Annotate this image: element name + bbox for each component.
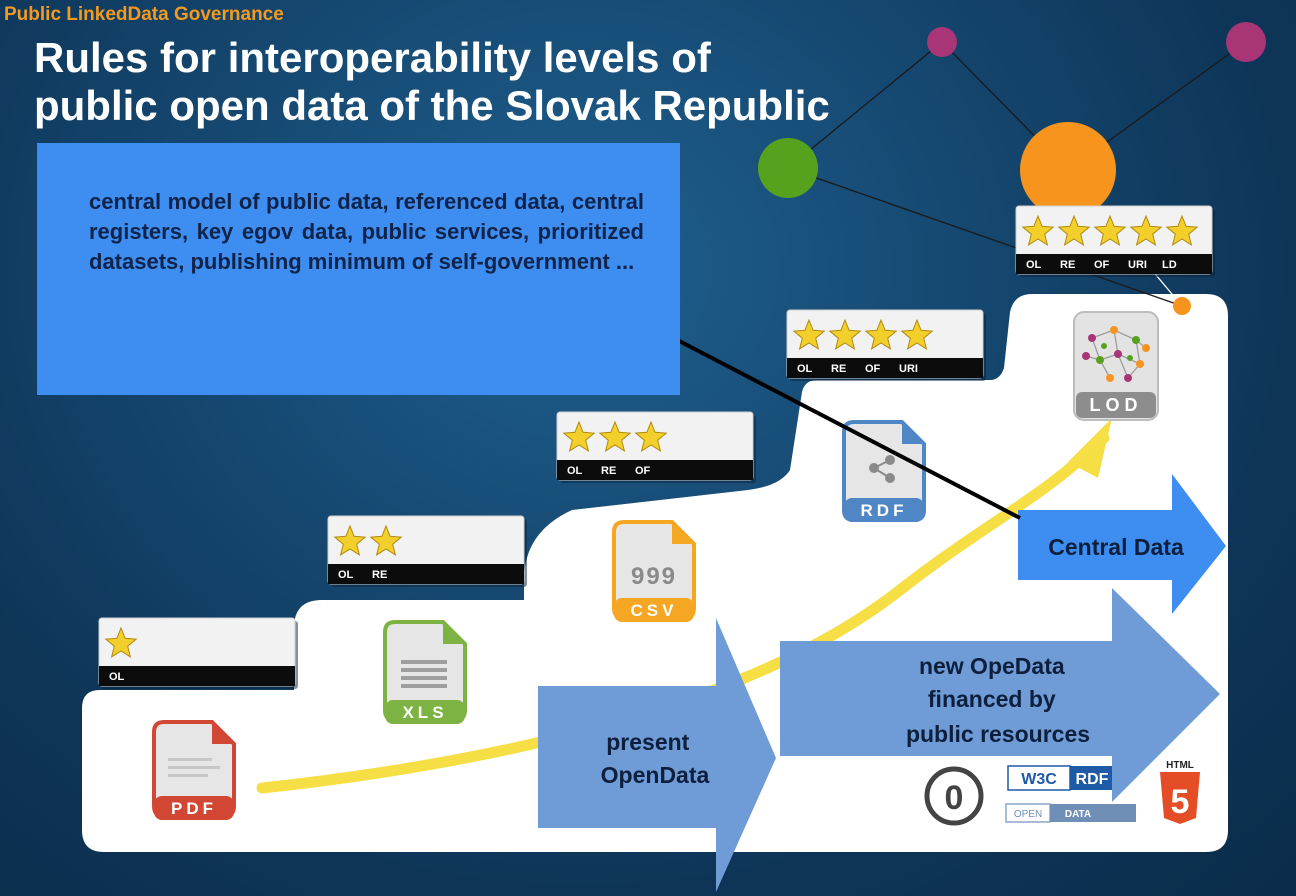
badge-code-bar [557,460,753,480]
present-arrow-text: present OpenData [601,729,710,788]
badge-code-label: LD [1162,259,1177,271]
badge-code-bar [328,564,524,584]
csv-quote-glyph: 999 [631,563,677,590]
badge-code-label: OL [797,363,813,375]
star-icon [634,420,668,452]
star-badge-4: OL RE OF URI [786,309,986,381]
badge-code-label: RE [831,363,846,375]
badge-code-label: RE [1060,259,1075,271]
network-edge [787,167,1183,307]
lod-label: LOD [1090,395,1143,415]
star-badge-3: OL RE OF [556,411,756,483]
badge-code-label: OL [567,465,583,477]
new-opendata-arrow: new OpeData financed by public resources [780,588,1220,802]
xls-label: XLS [402,703,447,722]
central-arrow-text: Central Data [1048,534,1184,560]
star-badge-2: OL RE [327,515,527,587]
star-icon [864,318,898,350]
title-line-1: Rules for interoperability levels of [34,34,711,81]
badge-code-label: OL [1026,259,1042,271]
pdf-label: PDF [171,799,217,818]
html-word: HTML [1166,760,1194,771]
html5-numeral: 5 [1171,783,1190,821]
star-icon [792,318,826,350]
new-arrow-text: new OpeData financed by public resources [906,653,1090,747]
network-node-orange [1020,122,1116,218]
central-data-arrow: Central Data [1018,474,1226,614]
badge-code-label: URI [899,363,918,375]
badge-code-bar [99,666,295,686]
star-badge-1: OL [98,617,298,689]
lod-cloud-icon: LOD [1073,311,1159,421]
star-icon [900,318,934,350]
star-icon [828,318,862,350]
badge-code-label: OL [109,671,125,683]
xls-file-icon: XLS [383,620,467,724]
star-icon [1057,214,1091,246]
title-line-2: public open data of the Slovak Republic [34,82,830,129]
badge-code-label: RE [601,465,616,477]
present-line-1: present [606,729,689,755]
new-line-1: new OpeData [919,653,1065,679]
overline-title: Public LinkedData Governance [4,4,284,25]
star-icon [1093,214,1127,246]
central-model-box: central model of public data, referenced… [37,143,680,395]
star-icon [562,420,596,452]
badge-code-label: OF [635,465,651,477]
w3c-label: W3C [1021,771,1057,788]
data-label: DATA [1065,809,1091,820]
badge-code-bar [1016,254,1212,274]
w3c-rdf-logo: W3C RDF [1007,765,1114,791]
rdf-label: RDF [861,501,908,520]
star-rating-badges: OL OL RE OL RE OF OL RE OF URI OL RE OF URI LD [98,205,1215,689]
star-icon [1129,214,1163,246]
central-model-text: central model of public data, referenced… [89,189,644,274]
star-icon [333,524,367,556]
new-line-3: public resources [906,721,1090,747]
network-node-purple [1226,22,1266,62]
star-icon [369,524,403,556]
html5-logo: HTML 5 [1160,760,1200,824]
page-title: Rules for interoperability levels of pub… [34,34,934,130]
cc0-logo: 0 [924,766,984,826]
badge-code-label: OF [1094,259,1110,271]
network-edge [787,41,943,169]
network-node-purple [927,27,957,57]
rdf-file-icon: RDF [842,420,926,522]
present-line-2: OpenData [601,762,710,788]
star-icon [598,420,632,452]
connector-line [657,328,1021,520]
network-node-orange-small [1173,297,1191,315]
growth-curve [256,432,1110,794]
badge-code-label: OF [865,363,881,375]
badge-code-label: OL [338,569,354,581]
network-node-green [758,138,818,198]
new-line-2: financed by [928,686,1056,712]
badge-code-label: RE [372,569,387,581]
badge-code-bar [787,358,983,378]
badge-code-label: URI [1128,259,1147,271]
pdf-file-icon: PDF [152,720,236,820]
open-data-logo: OPEN DATA [1005,803,1136,823]
csv-label: CSV [631,601,678,620]
open-label: OPEN [1014,809,1042,820]
star-badge-5: OL RE OF URI LD [1015,205,1215,277]
csv-file-icon: 999 CSV [612,520,696,622]
w3c-rdf-label: RDF [1076,771,1109,788]
star-icon [104,626,138,658]
growth-curve-arrowhead [1068,418,1112,478]
present-opendata-arrow: present OpenData [538,618,776,892]
star-icon [1021,214,1055,246]
star-icon [1165,214,1199,246]
cc0-label: 0 [945,779,964,817]
